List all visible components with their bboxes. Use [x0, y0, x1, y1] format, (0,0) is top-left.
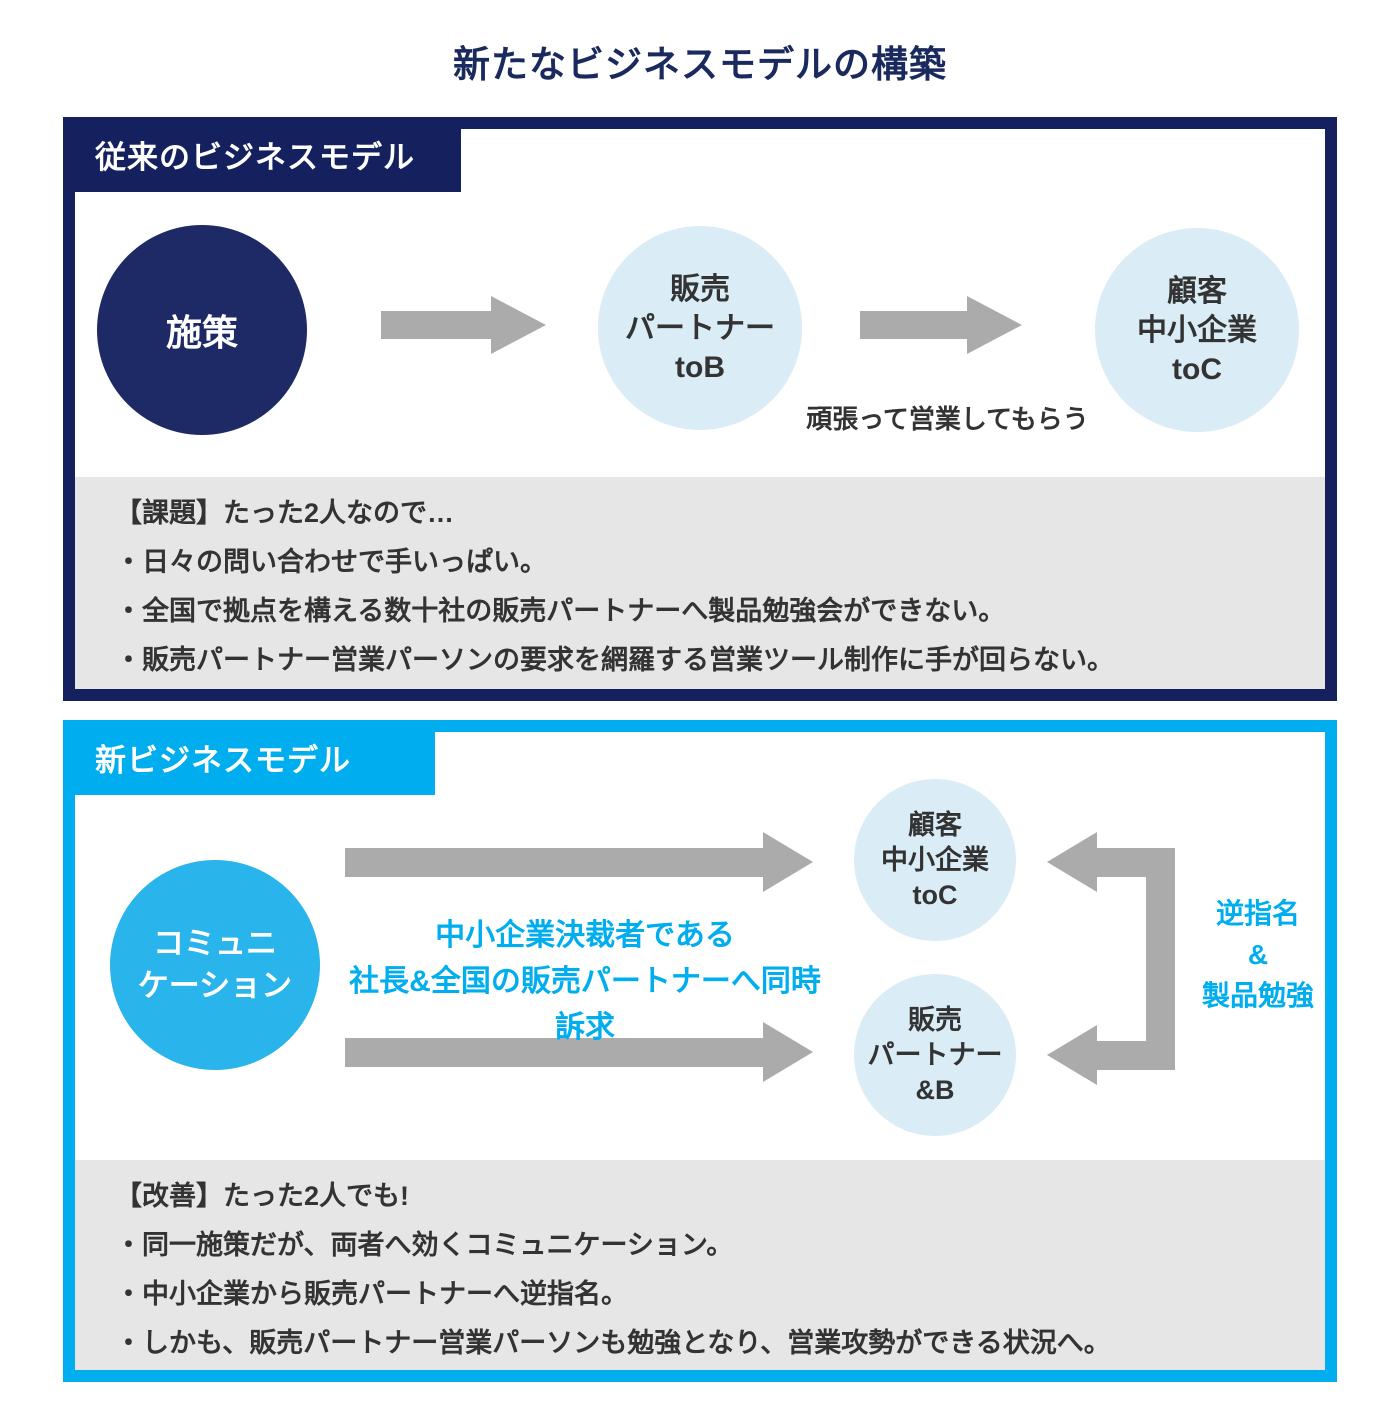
issue-line-4: ・販売パートナー営業パーソンの要求を網羅する営業ツール制作に手が回らない。 [115, 645, 1114, 675]
return-arrow-bottom-head [1047, 1025, 1097, 1085]
customer-circle-old: 顧客 中小企業 toC [1095, 228, 1299, 432]
sales-partner-line3: toB [675, 350, 725, 384]
return-arrow-top-head [1047, 832, 1097, 892]
improvement-line-3: ・中小企業から販売パートナーへ逆指名。 [115, 1279, 628, 1309]
arrow-right-1-shaft [381, 311, 491, 339]
return-arrow-vertical-bar [1146, 848, 1175, 1070]
customer-old-line2: 中小企業 [1137, 313, 1257, 347]
page-title: 新たなビジネスモデルの構築 [453, 44, 947, 85]
sales-partner-line2: パートナー [625, 311, 775, 345]
sales-partner-circle: 販売 パートナー toB [598, 226, 802, 430]
partner-circle-new: 販売 パートナー &B [854, 974, 1016, 1136]
improvement-box: 【改善】たった2人でも! ・同一施策だが、両者へ効くコミュニケーション。 ・中小… [75, 1160, 1325, 1370]
issue-line-3: ・全国で拠点を構える数十社の販売パートナーへ製品勉強会ができない。 [115, 596, 1006, 626]
reverse-nomination-line2: & [1247, 939, 1269, 970]
new-model-header: 新ビジネスモデル [63, 720, 435, 795]
partner-new-line3: &B [915, 1074, 955, 1105]
customer-old-line3: toC [1172, 352, 1222, 386]
long-arrow-top-shaft [345, 848, 763, 877]
issue-line-1: 【課題】たった2人なので… [115, 498, 455, 528]
measure-circle: 施策 [97, 225, 307, 435]
customer-new-line1: 顧客 [908, 809, 962, 840]
improvement-line-1: 【改善】たった2人でも! [115, 1181, 410, 1211]
measure-circle-label: 施策 [165, 312, 238, 353]
improvement-line-2: ・同一施策だが、両者へ効くコミュニケーション。 [115, 1230, 734, 1260]
long-arrow-top-head [763, 832, 813, 892]
customer-circle-new: 顧客 中小企業 toC [854, 779, 1016, 941]
arrow-right-2-head [967, 296, 1022, 354]
reverse-nomination-line1: 逆指名 [1215, 898, 1300, 929]
reverse-nomination-note: 逆指名 & 製品勉強 [1183, 893, 1333, 1016]
simultaneous-appeal-note: 中小企業決裁者である 社長&全国の販売パートナーへ同時訴求 [335, 913, 835, 1051]
arrow-right-1-head [491, 296, 546, 354]
sales-partner-line1: 販売 [670, 272, 730, 306]
traditional-model-header: 従来のビジネスモデル [63, 117, 461, 192]
arrow-right-2-shaft [860, 311, 967, 339]
simultaneous-appeal-line1: 中小企業決裁者である [435, 919, 735, 952]
issue-box: 【課題】たった2人なので… ・日々の問い合わせで手いっぱい。 ・全国で拠点を構え… [75, 477, 1325, 689]
issue-line-2: ・日々の問い合わせで手いっぱい。 [115, 547, 547, 577]
partner-new-line2: パートナー [867, 1039, 1003, 1070]
arrow-note: 頑張って営業してもらう [806, 404, 1089, 434]
customer-old-line1: 顧客 [1167, 274, 1227, 308]
return-arrow-bottom-shaft [1097, 1041, 1175, 1070]
customer-new-line3: toC [912, 879, 958, 910]
simultaneous-appeal-line2: 社長&全国の販売パートナーへ同時訴求 [349, 965, 821, 1044]
customer-new-line2: 中小企業 [881, 844, 989, 875]
reverse-nomination-line3: 製品勉強 [1201, 980, 1314, 1011]
communication-line1: コミュニ [153, 926, 277, 961]
long-arrow-bottom-shaft [345, 1038, 763, 1067]
long-arrow-bottom-head [763, 1022, 813, 1082]
communication-circle: コミュニ ケーション [110, 860, 320, 1070]
improvement-line-4: ・しかも、販売パートナー営業パーソンも勉強となり、営業攻勢ができる状況へ。 [115, 1328, 1111, 1358]
partner-new-line1: 販売 [908, 1004, 962, 1035]
communication-line2: ケーション [137, 968, 293, 1003]
